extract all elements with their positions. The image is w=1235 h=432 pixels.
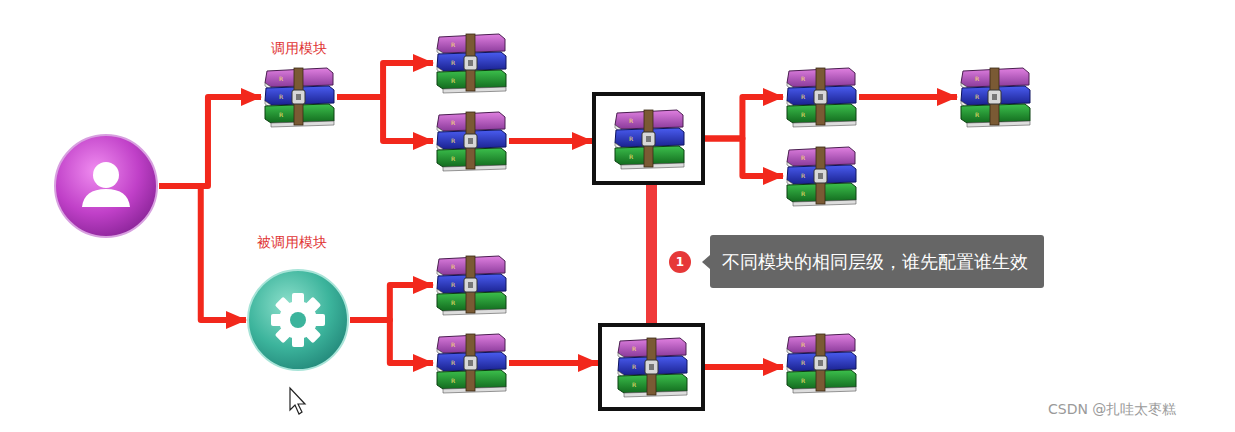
archive-icon <box>261 66 337 128</box>
archive-icon <box>433 254 509 316</box>
mouse-cursor <box>290 388 305 414</box>
archive-module-icon: 调用模块 <box>261 66 337 128</box>
module-label: 被调用模块 <box>257 234 327 252</box>
archive-icon <box>783 66 859 128</box>
call-arrow <box>337 97 433 141</box>
archive-icon <box>783 145 859 207</box>
gear-module-icon: 被调用模块 <box>246 268 350 372</box>
archive-module-icon <box>783 145 859 207</box>
call-arrow <box>509 138 592 144</box>
link-bar <box>646 185 657 323</box>
call-arrow <box>350 285 433 320</box>
archive-icon <box>433 32 509 94</box>
callout-text: 不同模块的相同层级，谁先配置谁生效 <box>710 250 1040 274</box>
highlighted-module-box <box>592 92 705 185</box>
archive-module-icon <box>433 254 509 316</box>
archive-module-icon <box>783 332 859 394</box>
call-arrow <box>705 139 783 177</box>
gear-circle <box>246 268 350 372</box>
user-circle <box>53 133 159 239</box>
archive-module-icon <box>783 66 859 128</box>
call-arrow <box>509 360 598 366</box>
call-arrow <box>350 320 433 363</box>
module-label: 调用模块 <box>271 40 327 58</box>
archive-icon <box>957 66 1033 128</box>
archive-icon <box>433 332 509 394</box>
callout-box: 不同模块的相同层级，谁先配置谁生效 <box>710 235 1044 288</box>
call-arrow <box>159 97 261 186</box>
highlighted-module-box <box>598 323 705 411</box>
callout-number: 1 <box>669 251 691 273</box>
archive-icon <box>783 332 859 394</box>
archive-module-icon <box>957 66 1033 128</box>
archive-icon <box>611 108 687 170</box>
call-arrow <box>705 97 783 139</box>
user-icon <box>53 133 159 239</box>
call-arrow <box>159 186 246 320</box>
call-arrow <box>859 94 957 100</box>
archive-module-icon <box>433 32 509 94</box>
call-arrow <box>705 364 783 370</box>
call-arrow <box>337 63 433 97</box>
archive-module-icon <box>433 332 509 394</box>
archive-icon <box>614 336 690 398</box>
archive-module-icon <box>433 110 509 172</box>
watermark: CSDN @扎哇太枣糕 <box>1048 401 1176 419</box>
archive-icon <box>433 110 509 172</box>
